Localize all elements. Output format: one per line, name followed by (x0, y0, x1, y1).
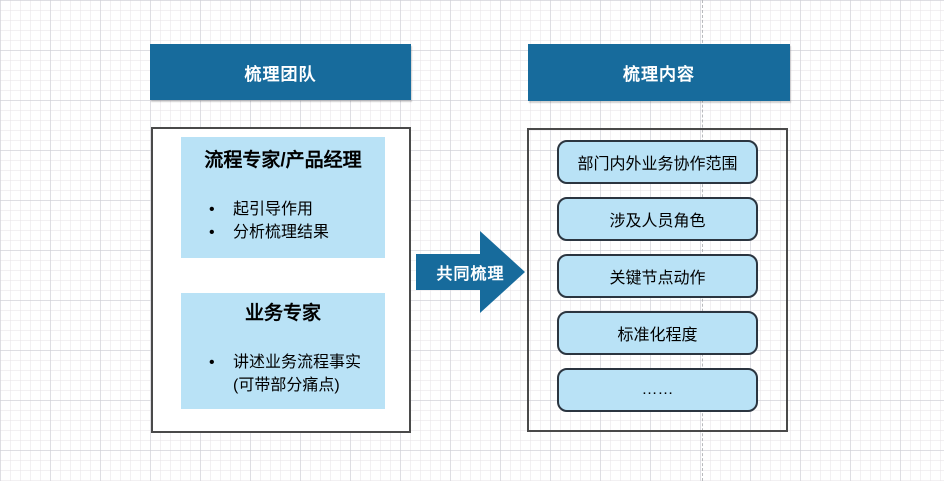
bullet-text-note: (可带部分痛点) (233, 377, 340, 394)
bullet-dot-icon: • (209, 224, 215, 241)
group-process-expert-bullets: • 起引导作用 • 分析梳理结果 (181, 198, 385, 244)
header-team-label: 梳理团队 (244, 64, 317, 84)
bullet-dot-icon: • (209, 201, 215, 218)
group-business-expert-title: 业务专家 (244, 303, 321, 324)
group-business-expert[interactable]: 业务专家 • 讲述业务流程事实 (可带部分痛点) (181, 293, 385, 409)
bullet-text: 分析梳理结果 (233, 224, 330, 241)
arrow-label: 共同梳理 (436, 266, 505, 283)
bullet-item: • 讲述业务流程事实 (可带部分痛点) (209, 351, 385, 397)
right-arrow-shape (416, 231, 525, 313)
team-container[interactable]: 流程专家/产品经理 • 起引导作用 • 分析梳理结果 业务专家 • 讲述业务流程… (151, 127, 411, 433)
header-team[interactable]: 梳理团队 (150, 44, 411, 100)
content-item-collaboration-scope[interactable]: 部门内外业务协作范围 (557, 140, 758, 184)
bullet-dot-icon: • (209, 354, 215, 371)
bullet-text: 起引导作用 (233, 201, 314, 218)
group-process-expert[interactable]: 流程专家/产品经理 • 起引导作用 • 分析梳理结果 (181, 137, 385, 258)
group-business-expert-bullets: • 讲述业务流程事实 (可带部分痛点) (181, 351, 385, 397)
content-item-ellipsis[interactable]: …… (557, 368, 758, 412)
bullet-item: • 分析梳理结果 (209, 221, 385, 244)
content-item-standardization[interactable]: 标准化程度 (557, 311, 758, 355)
content-item-key-node-actions[interactable]: 关键节点动作 (557, 254, 758, 298)
group-process-expert-title: 流程专家/产品经理 (204, 150, 362, 171)
header-content-label: 梳理内容 (623, 65, 695, 84)
right-arrow-polygon (416, 231, 525, 313)
content-container[interactable]: 部门内外业务协作范围 涉及人员角色 关键节点动作 标准化程度 …… (527, 128, 788, 432)
bullet-text-line1: 讲述业务流程事实 (233, 354, 362, 371)
bullet-text: 讲述业务流程事实 (可带部分痛点) (233, 351, 361, 397)
header-content[interactable]: 梳理内容 (528, 44, 790, 101)
content-item-personnel-roles[interactable]: 涉及人员角色 (557, 197, 758, 241)
bullet-item: • 起引导作用 (209, 198, 385, 221)
arrow-joint-review[interactable]: 共同梳理 (416, 231, 525, 313)
